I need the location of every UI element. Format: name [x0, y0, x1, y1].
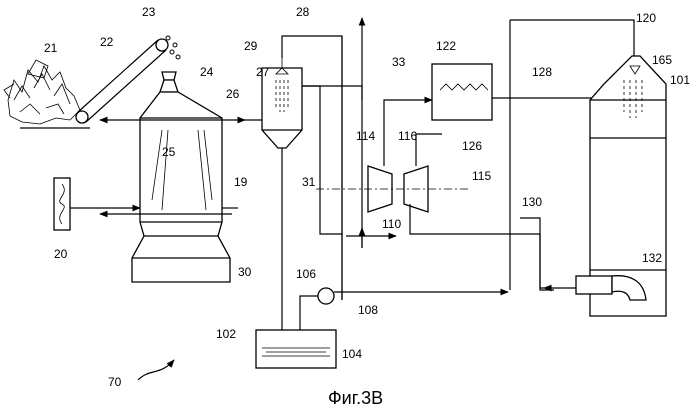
label-19: 19	[234, 175, 248, 189]
label-108: 108	[358, 303, 378, 317]
label-115: 115	[472, 169, 491, 183]
label-132: 132	[642, 251, 662, 265]
figure-caption: Фиг.3В	[328, 388, 383, 408]
label-102: 102	[216, 327, 236, 341]
label-33: 33	[392, 55, 406, 69]
gas-turbine	[316, 166, 470, 212]
label-110: 110	[382, 217, 401, 231]
input-110	[346, 204, 554, 290]
label-70: 70	[108, 375, 122, 389]
label-120: 120	[636, 11, 656, 25]
label-29: 29	[244, 39, 258, 53]
label-130: 130	[522, 195, 542, 209]
label-101: 101	[670, 73, 690, 87]
heat-exchanger	[432, 64, 492, 120]
line-to-compressor	[302, 86, 362, 248]
label-28: 28	[296, 5, 310, 19]
label-106: 106	[296, 267, 316, 281]
label-24: 24	[200, 65, 214, 79]
label-27: 27	[256, 65, 270, 79]
label-128: 128	[532, 65, 552, 79]
label-26: 26	[226, 87, 240, 101]
pipe-130	[520, 218, 544, 288]
label-114: 114	[356, 129, 375, 143]
label-104: 104	[342, 347, 362, 361]
pipe-126	[416, 134, 442, 166]
label-122: 122	[436, 39, 456, 53]
label-165: 165	[652, 53, 672, 67]
label-25: 25	[162, 145, 176, 159]
label-22: 22	[100, 35, 114, 49]
label-21: 21	[44, 41, 58, 55]
tank	[256, 330, 336, 368]
label-30: 30	[238, 265, 252, 279]
label-116: 116	[398, 129, 417, 143]
label-23: 23	[142, 5, 156, 19]
label-31: 31	[302, 175, 316, 189]
reference-arrow-70	[138, 360, 174, 380]
label-126: 126	[462, 139, 482, 153]
gasifier	[132, 72, 230, 282]
label-20: 20	[54, 247, 68, 261]
